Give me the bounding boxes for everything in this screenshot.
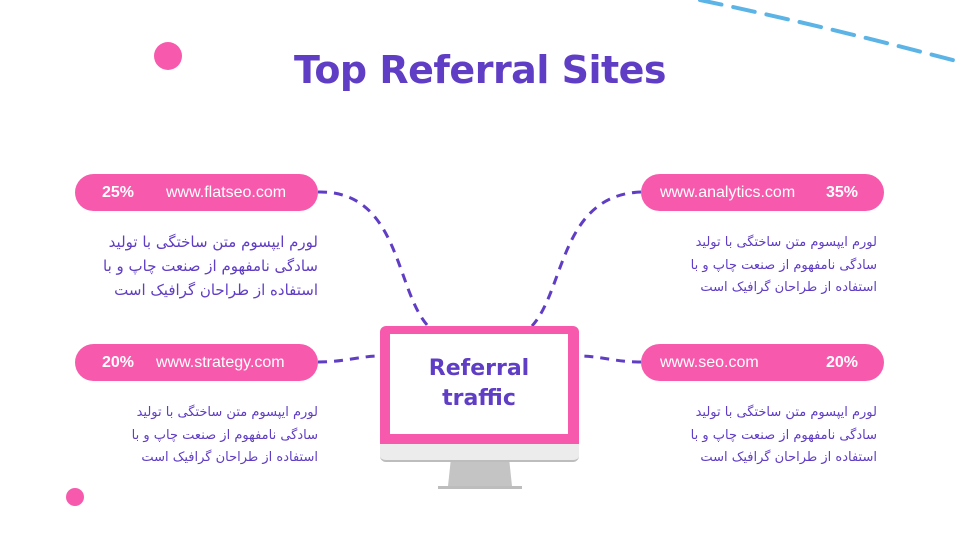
desc-line: لورم ایپسوم متن ساختگی با تولید: [136, 405, 318, 420]
site-pill-seo: www.seo.com 20%: [641, 344, 884, 381]
site-url: www.strategy.com: [156, 353, 285, 371]
site-url: www.flatseo.com: [166, 183, 287, 201]
site-description: لورم ایپسوم متن ساختگی با تولید سادگی نا…: [103, 230, 318, 302]
desc-line: لورم ایپسوم متن ساختگی با تولید: [695, 405, 877, 420]
site-percent: 20%: [102, 353, 135, 371]
site-description: لورم ایپسوم متن ساختگی با تولید سادگی نا…: [691, 232, 877, 300]
monitor-stand: [448, 462, 512, 486]
site-pill-flatseo: 25% www.flatseo.com: [75, 174, 318, 211]
connector-line: [578, 354, 642, 364]
desc-line: استفاده از طراحان گرافیک است: [114, 281, 318, 299]
site-pill-analytics: www.analytics.com 35%: [641, 174, 884, 211]
site-url: www.seo.com: [660, 353, 759, 371]
center-label-line2: traffic: [442, 386, 516, 411]
connector-line: [317, 190, 430, 328]
desc-line: استفاده از طراحان گرافیک است: [700, 450, 877, 465]
site-percent: 25%: [102, 183, 135, 201]
desc-line: لورم ایپسوم متن ساختگی با تولید: [108, 233, 318, 251]
desc-line: استفاده از طراحان گرافیک است: [700, 280, 877, 295]
monitor-base: [380, 444, 579, 462]
site-url: www.analytics.com: [660, 183, 796, 201]
site-pill-strategy: 20% www.strategy.com: [75, 344, 318, 381]
desc-line: لورم ایپسوم متن ساختگی با تولید: [695, 235, 877, 250]
desc-line: سادگی نامفهوم از صنعت چاپ و با: [690, 427, 877, 443]
decorative-dot: [154, 42, 182, 70]
page-title: Top Referral Sites: [293, 48, 667, 92]
desc-line: سادگی نامفهوم از صنعت چاپ و با: [131, 427, 318, 443]
connector-line: [530, 190, 642, 328]
site-description: لورم ایپسوم متن ساختگی با تولید سادگی نا…: [132, 402, 318, 470]
monitor-screen: Referral traffic: [390, 334, 568, 434]
center-label-line1: Referral: [428, 356, 530, 381]
desc-line: سادگی نامفهوم از صنعت چاپ و با: [690, 257, 877, 273]
site-percent: 20%: [826, 353, 859, 371]
site-percent: 35%: [826, 183, 859, 201]
site-description: لورم ایپسوم متن ساختگی با تولید سادگی نا…: [691, 402, 877, 470]
monitor-foot: [438, 486, 522, 489]
desc-line: استفاده از طراحان گرافیک است: [141, 450, 318, 465]
decorative-dot: [66, 488, 84, 506]
desc-line: سادگی نامفهوم از صنعت چاپ و با: [103, 257, 318, 275]
connector-line: [317, 354, 381, 364]
